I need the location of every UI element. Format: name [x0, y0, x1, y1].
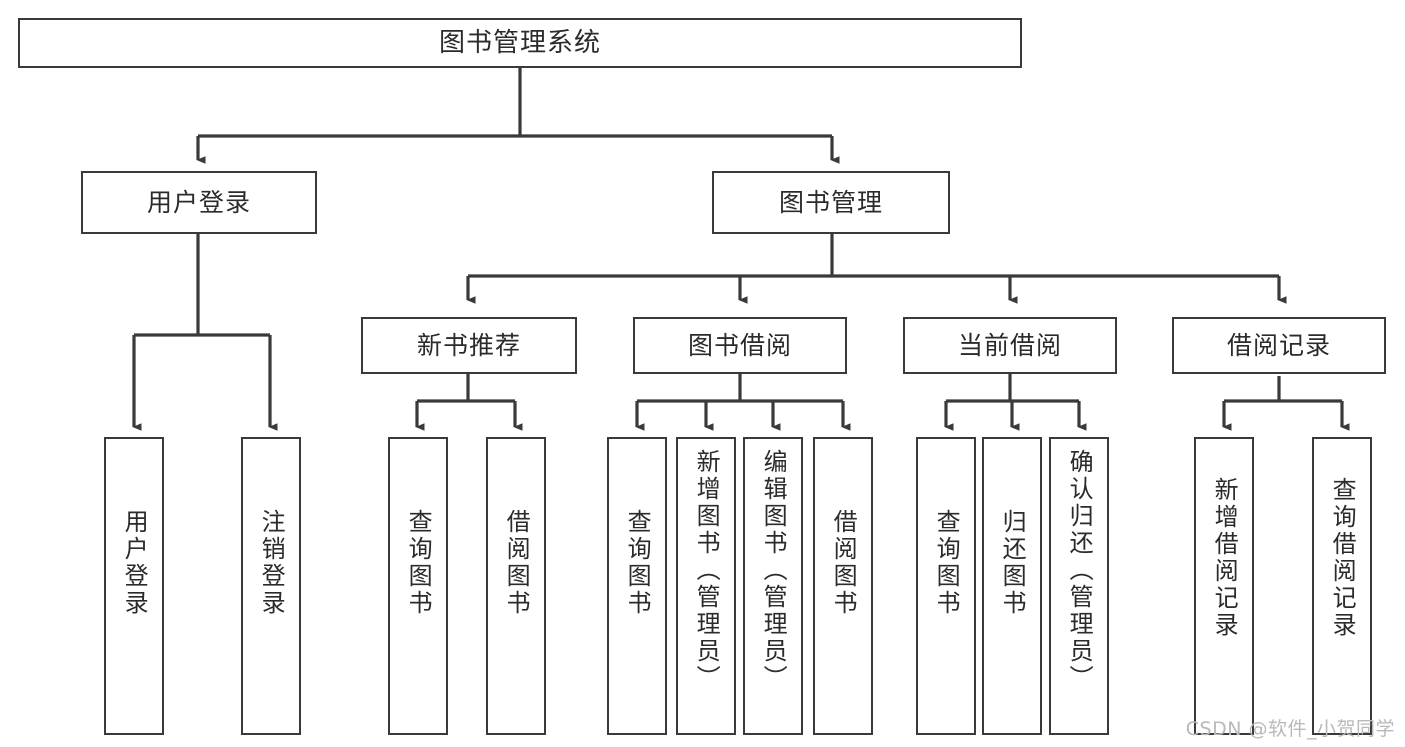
leaf-query-book-3[interactable]: 查询图书 [916, 437, 976, 735]
csdn-watermark: CSDN @软件_小贺同学 [1185, 718, 1395, 740]
leaf-edit-book[interactable]: 编辑图书（管理员） [743, 437, 803, 735]
node-current-borrow-label: 当前借阅 [957, 330, 1062, 360]
node-book-borrow[interactable]: 图书借阅 [633, 317, 847, 374]
leaf-user-login[interactable]: 用户登录 [104, 437, 164, 735]
leaf-borrow-book-1-label: 借阅图书 [502, 509, 531, 617]
node-user-login-label: 用户登录 [146, 187, 251, 217]
leaf-logout-login[interactable]: 注销登录 [241, 437, 301, 735]
leaf-return-book[interactable]: 归还图书 [982, 437, 1042, 735]
leaf-borrow-book-1[interactable]: 借阅图书 [486, 437, 546, 735]
leaf-add-record-label: 新增借阅记录 [1210, 477, 1239, 639]
leaf-borrow-book-2[interactable]: 借阅图书 [813, 437, 873, 735]
node-book-borrow-label: 图书借阅 [687, 330, 792, 360]
leaf-query-book-1-label: 查询图书 [404, 509, 433, 617]
leaf-query-record-label: 查询借阅记录 [1328, 477, 1357, 639]
node-new-book-rec[interactable]: 新书推荐 [361, 317, 577, 374]
leaf-borrow-book-2-label: 借阅图书 [829, 509, 858, 617]
leaf-query-book-3-label: 查询图书 [932, 509, 961, 617]
node-new-book-rec-label: 新书推荐 [416, 330, 521, 360]
node-book-manage[interactable]: 图书管理 [712, 171, 950, 234]
leaf-user-login-label: 用户登录 [120, 509, 149, 617]
leaf-query-book-1[interactable]: 查询图书 [388, 437, 448, 735]
leaf-return-book-label: 归还图书 [998, 509, 1027, 617]
leaf-add-book[interactable]: 新增图书（管理员） [676, 437, 736, 735]
node-borrow-record[interactable]: 借阅记录 [1172, 317, 1386, 374]
node-root-label: 图书管理系统 [438, 27, 601, 58]
leaf-confirm-return[interactable]: 确认归还（管理员） [1049, 437, 1109, 735]
node-borrow-record-label: 借阅记录 [1226, 330, 1331, 360]
leaf-query-record[interactable]: 查询借阅记录 [1312, 437, 1372, 735]
leaf-edit-book-label: 编辑图书（管理员） [759, 449, 788, 692]
leaf-logout-login-label: 注销登录 [257, 509, 286, 617]
node-user-login[interactable]: 用户登录 [81, 171, 317, 234]
node-current-borrow[interactable]: 当前借阅 [903, 317, 1117, 374]
node-book-manage-label: 图书管理 [778, 187, 883, 217]
leaf-confirm-return-label: 确认归还（管理员） [1065, 449, 1094, 692]
node-root[interactable]: 图书管理系统 [18, 18, 1022, 68]
leaf-query-book-2-label: 查询图书 [623, 509, 652, 617]
leaf-query-book-2[interactable]: 查询图书 [607, 437, 667, 735]
leaf-add-book-label: 新增图书（管理员） [692, 449, 721, 692]
leaf-add-record[interactable]: 新增借阅记录 [1194, 437, 1254, 735]
